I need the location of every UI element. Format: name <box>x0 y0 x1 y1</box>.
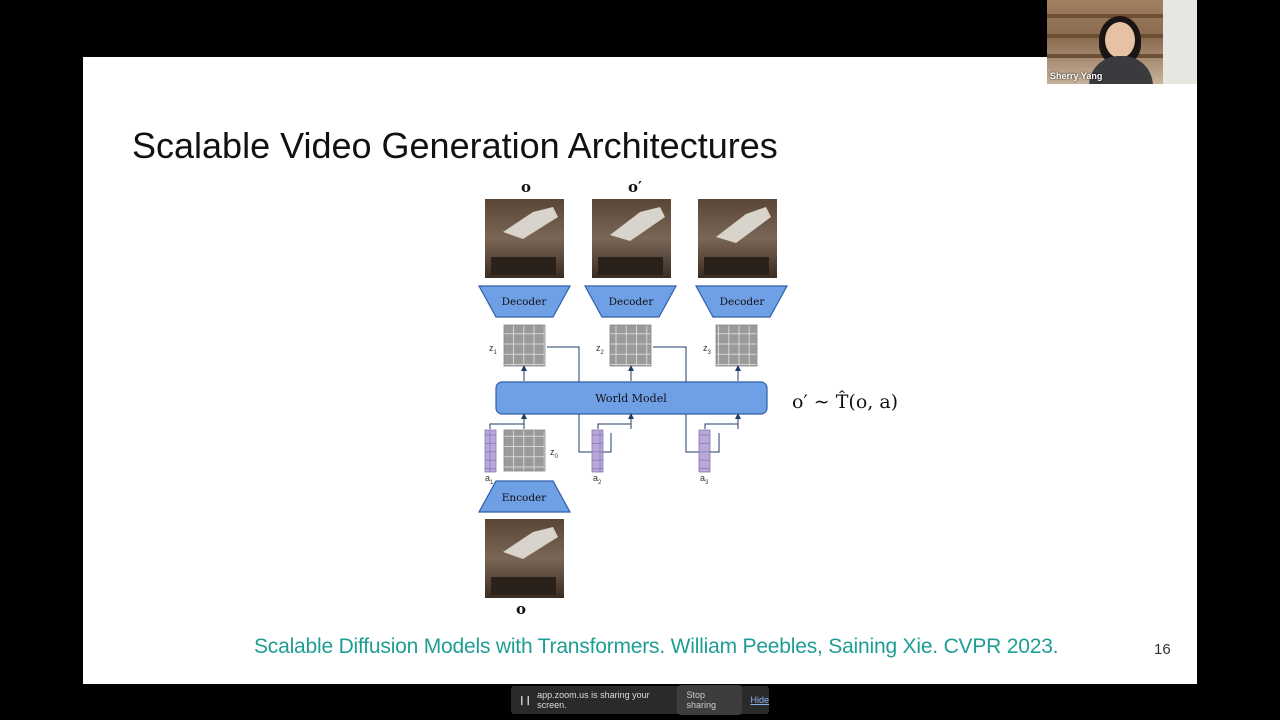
decoder-block-1 <box>477 285 572 318</box>
encoder-block <box>477 480 572 513</box>
frame-top-2 <box>592 199 671 278</box>
encoder-label: Encoder <box>502 492 548 504</box>
bottom-label-o: o <box>516 600 526 618</box>
page-number: 16 <box>1154 641 1171 658</box>
stop-sharing-button[interactable]: Stop sharing <box>676 685 743 715</box>
top-label-o-prime: o′ <box>628 178 642 196</box>
action-label-3: a3 <box>700 473 709 486</box>
decoder-block-2 <box>583 285 678 318</box>
action-vector-3 <box>698 429 711 473</box>
latent-grid-1 <box>503 324 546 367</box>
architecture-diagram: o o′ Decoder Decoder Decoder z1 z2 <box>477 178 898 618</box>
latent-grid-0 <box>503 429 546 472</box>
decoder-block-3 <box>694 285 789 318</box>
webcam-tile[interactable]: Sherry Yang <box>1047 0 1197 84</box>
latent-label-3: z3 <box>703 343 712 356</box>
person-face <box>1105 22 1135 58</box>
world-model-label: World Model <box>595 392 667 405</box>
frame-top-3 <box>698 199 777 278</box>
latent-grid-2 <box>609 324 652 367</box>
hide-link[interactable]: Hide <box>750 695 769 705</box>
action-vector-1 <box>484 429 497 473</box>
latent-label-0: z0 <box>550 447 559 460</box>
pause-icon[interactable]: ❙❙ <box>518 694 532 705</box>
action-vector-2 <box>591 429 604 473</box>
background-window <box>1163 0 1197 84</box>
decoder-label-2: Decoder <box>609 296 655 308</box>
frame-bottom <box>485 519 564 598</box>
decoder-label-3: Decoder <box>720 296 766 308</box>
citation-text: Scalable Diffusion Models with Transform… <box>254 635 1059 658</box>
top-label-o: o <box>521 178 531 196</box>
latent-label-1: z1 <box>489 343 498 356</box>
screen-share-bar: ❙❙ app.zoom.us is sharing your screen. S… <box>511 685 769 715</box>
action-label-2: a2 <box>593 473 602 486</box>
presentation-slide: Scalable Video Generation Architectures … <box>83 57 1197 684</box>
transition-equation: o′ ∼ T̂(o, a) <box>792 391 898 413</box>
latent-label-2: z2 <box>596 343 605 356</box>
decoder-label-1: Decoder <box>502 296 548 308</box>
action-label-1: a1 <box>485 473 494 486</box>
participant-name: Sherry Yang <box>1050 71 1103 81</box>
sharing-status-text: app.zoom.us is sharing your screen. <box>537 690 650 710</box>
latent-grid-3 <box>715 324 758 367</box>
frame-top-1 <box>485 199 564 278</box>
slide-title: Scalable Video Generation Architectures <box>132 125 778 166</box>
